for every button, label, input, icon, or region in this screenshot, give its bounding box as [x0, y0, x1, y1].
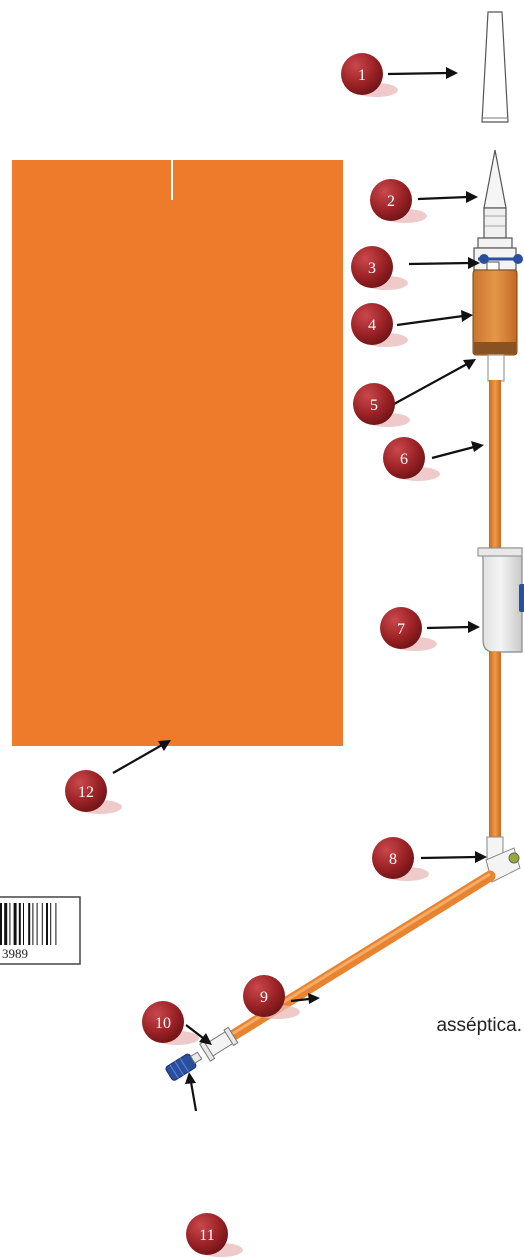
- arrow-7: [426, 625, 471, 630]
- callout-number: 2: [387, 193, 395, 210]
- callout-9: 9: [243, 975, 300, 1019]
- barcode-label: 3989: [0, 896, 81, 965]
- arrow-11: [189, 1081, 198, 1112]
- callout-11: 11: [186, 1213, 243, 1257]
- callout-ball: [351, 246, 393, 288]
- callout-number: 11: [199, 1227, 214, 1244]
- callout-8: 8: [372, 837, 429, 881]
- callout-number: 4: [368, 317, 376, 334]
- arrow-3: [408, 261, 471, 266]
- arrow-10: [185, 1024, 204, 1039]
- luer-connector: [199, 1026, 239, 1062]
- arrow-4: [396, 314, 464, 327]
- spike-cap: [481, 11, 509, 123]
- barcode-bar: [32, 903, 34, 945]
- callout-ball: [372, 837, 414, 879]
- callout-number: 5: [370, 397, 378, 414]
- arrow-9: [290, 997, 310, 1003]
- tubing-middle: [489, 652, 501, 840]
- barcode-bar: [23, 903, 24, 945]
- barcode-bar: [41, 903, 43, 945]
- callout-number: 10: [155, 1015, 171, 1032]
- roller-clamp: [477, 547, 524, 653]
- caption-fragment: asséptica.: [436, 1015, 522, 1036]
- callout-6: 6: [383, 437, 440, 481]
- spike: [477, 149, 513, 249]
- arrow-5: [393, 363, 468, 405]
- callout-number: 9: [260, 989, 268, 1006]
- barcode-digits: 3989: [2, 946, 28, 961]
- callout-ball: [65, 770, 107, 812]
- callout-ball: [353, 383, 395, 425]
- callout-number: 12: [78, 784, 94, 801]
- barcode-bar: [13, 903, 17, 945]
- callout-number: 3: [368, 260, 376, 277]
- arrows: [112, 71, 478, 1112]
- barcode-bar: [55, 903, 57, 945]
- arrow-1: [387, 71, 449, 76]
- callout-5: 5: [353, 383, 410, 427]
- callout-12: 12: [65, 770, 122, 814]
- barcode-bar: [36, 903, 38, 945]
- arrow-heads: [158, 67, 487, 1084]
- barcode-bar: [0, 903, 2, 945]
- barcode-bar: [46, 903, 48, 945]
- callout-ball: [142, 1001, 184, 1043]
- callout-4: 4: [351, 303, 408, 347]
- callout-ball: [351, 303, 393, 345]
- callout-10: 10: [142, 1001, 199, 1045]
- arrow-8: [420, 855, 478, 860]
- callout-ball: [186, 1213, 228, 1255]
- callout-number: 6: [400, 451, 408, 468]
- solution-bag: [12, 160, 343, 746]
- callout-ball: [380, 607, 422, 649]
- barcode-bar: [28, 903, 31, 945]
- callout-ball: [341, 53, 383, 95]
- barcode-bar: [18, 903, 21, 945]
- barcode-bar: [9, 903, 11, 945]
- barcode-bar: [4, 903, 8, 945]
- barcode-bars: [0, 903, 57, 945]
- barcode-bar: [50, 903, 52, 945]
- callout-ball: [383, 437, 425, 479]
- luer-cap: [165, 1051, 203, 1081]
- callout-number: 8: [389, 851, 397, 868]
- callout-7: 7: [380, 607, 437, 651]
- callout-ball: [243, 975, 285, 1017]
- callout-1: 1: [341, 53, 398, 97]
- arrow-6: [431, 445, 475, 460]
- callout-3: 3: [351, 246, 408, 290]
- callout-2: 2: [370, 179, 427, 223]
- air-vent: [473, 247, 523, 273]
- arrow-12: [112, 744, 163, 774]
- callout-number: 7: [397, 621, 405, 638]
- callout-ball: [370, 179, 412, 221]
- arrow-2: [417, 195, 469, 201]
- callout-number: 1: [358, 67, 366, 84]
- drip-chamber: [472, 269, 518, 382]
